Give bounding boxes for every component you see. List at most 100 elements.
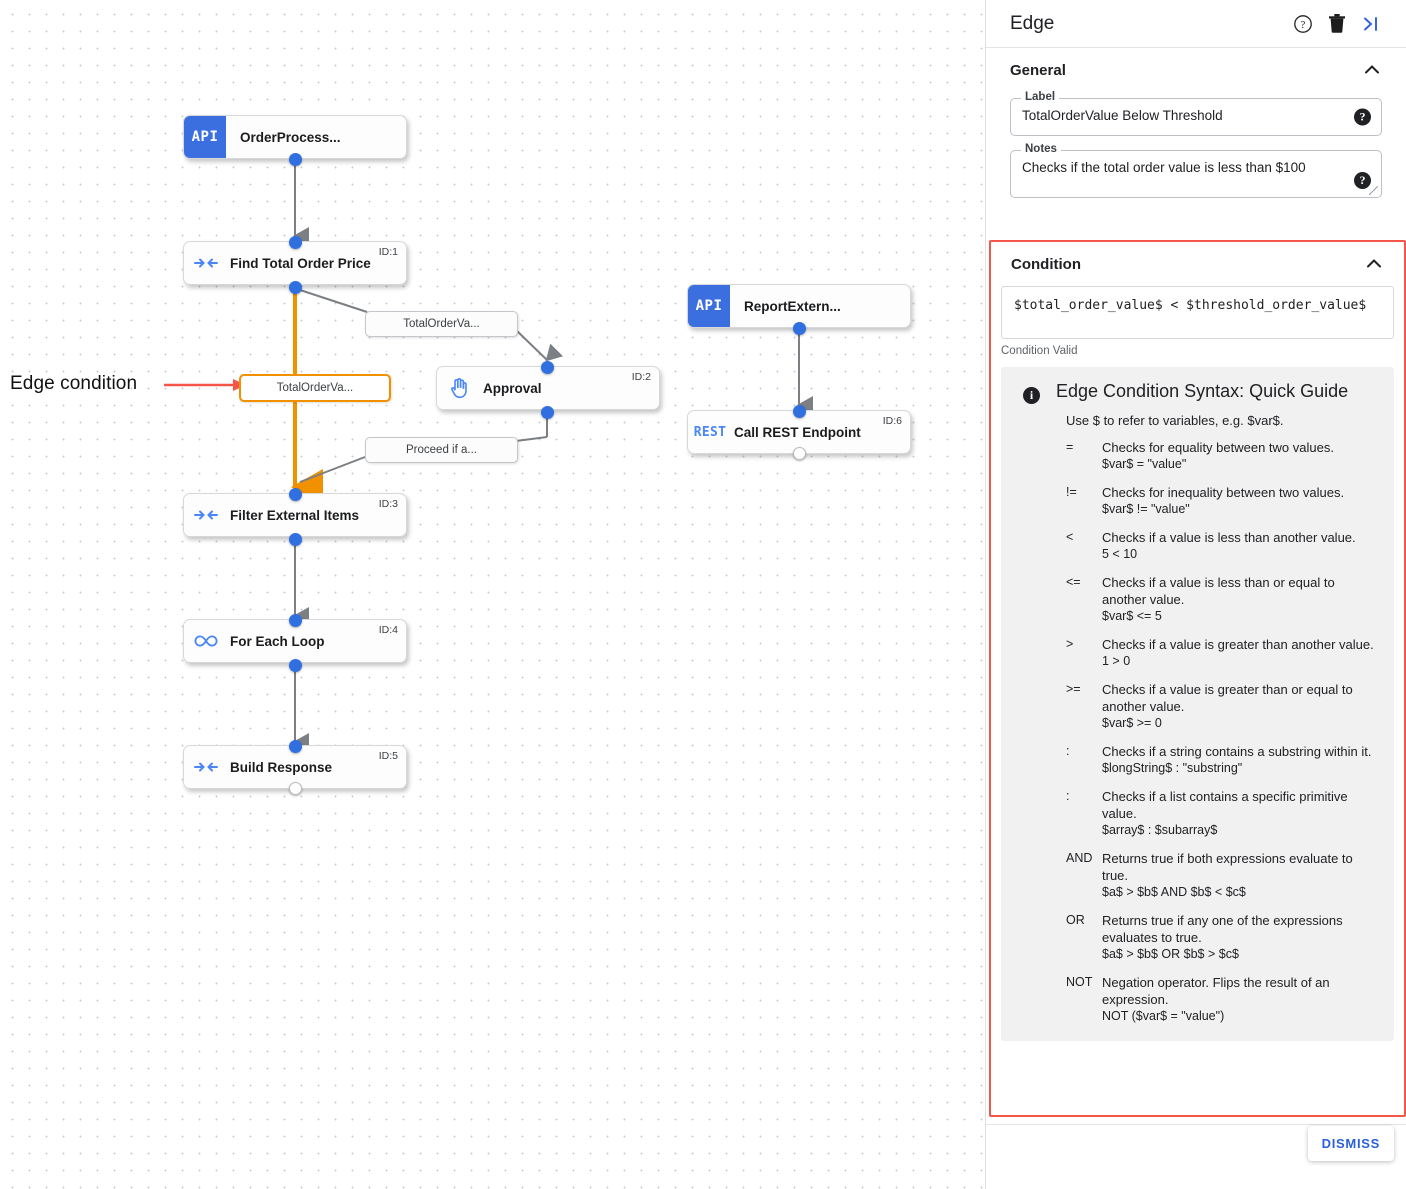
syntax-row: : Checks if a string contains a substrin… <box>1066 743 1380 777</box>
node-order-process[interactable]: API OrderProcess... <box>183 115 407 159</box>
syntax-example: $var$ != "value" <box>1102 502 1190 516</box>
node-id: ID:2 <box>631 371 651 383</box>
syntax-example: $a$ > $b$ AND $b$ < $c$ <box>1102 885 1246 899</box>
node-port-out[interactable] <box>289 281 302 294</box>
flow-canvas[interactable]: Edge condition API OrderProcess... Find … <box>0 0 985 1189</box>
edge-label-text: Proceed if a... <box>406 444 477 456</box>
syntax-desc: Checks if a list contains a specific pri… <box>1102 789 1348 821</box>
syntax-operator: > <box>1066 637 1074 651</box>
node-title: ReportExtern... <box>744 298 841 314</box>
syntax-row: AND Returns true if both expressions eva… <box>1066 850 1380 901</box>
syntax-desc: Checks if a value is less than another v… <box>1102 530 1356 545</box>
label-field[interactable]: Label TotalOrderValue Below Threshold ? <box>1010 91 1382 136</box>
node-port-in[interactable] <box>289 740 302 753</box>
syntax-row: : Checks if a list contains a specific p… <box>1066 788 1380 839</box>
merge-arrows-icon <box>184 494 228 536</box>
syntax-example: $var$ <= 5 <box>1102 609 1162 623</box>
node-port-out[interactable] <box>289 659 302 672</box>
syntax-row: > Checks if a value is greater than anot… <box>1066 636 1380 670</box>
syntax-operator: AND <box>1066 851 1093 865</box>
label-field-value[interactable]: TotalOrderValue Below Threshold <box>1022 108 1223 123</box>
syntax-example: $var$ = "value" <box>1102 457 1187 471</box>
node-title: Find Total Order Price <box>230 255 371 271</box>
node-title: Build Response <box>230 759 333 775</box>
node-port-in[interactable] <box>289 488 302 501</box>
syntax-desc: Checks if a value is greater than or equ… <box>1102 682 1353 714</box>
hand-icon <box>437 367 481 409</box>
syntax-example: $array$ : $subarray$ <box>1102 823 1218 837</box>
panel-header: Edge ? <box>986 0 1406 48</box>
node-port-out[interactable] <box>793 322 806 335</box>
node-port-in[interactable] <box>289 614 302 627</box>
infinity-icon <box>184 620 228 662</box>
info-icon: i <box>1023 387 1040 404</box>
chevron-up-icon[interactable] <box>1364 254 1384 274</box>
edge-label-text: TotalOrderVa... <box>276 382 354 394</box>
dismiss-button[interactable]: DISMISS <box>1307 1126 1394 1161</box>
api-badge: API <box>688 285 730 327</box>
syntax-row: >= Checks if a value is greater than or … <box>1066 681 1380 732</box>
node-port-out[interactable] <box>793 447 806 460</box>
node-port-out[interactable] <box>289 533 302 546</box>
node-port-in[interactable] <box>793 405 806 418</box>
node-port-in[interactable] <box>541 361 554 374</box>
syntax-desc: Checks for inequality between two values… <box>1102 485 1345 500</box>
general-section-title: General <box>1010 61 1066 79</box>
node-id: ID:3 <box>378 498 398 510</box>
node-title: Call REST Endpoint <box>734 424 861 440</box>
panel-title: Edge <box>1010 12 1055 34</box>
general-section: General Label TotalOrderValue Below Thre… <box>986 48 1406 198</box>
syntax-guide-intro: Use $ to refer to variables, e.g. $var$. <box>1066 413 1284 428</box>
syntax-guide-header: i Edge Condition Syntax: Quick Guide <box>1015 381 1380 404</box>
rest-badge-text: REST <box>693 424 727 440</box>
syntax-desc: Returns true if any one of the expressio… <box>1102 913 1343 945</box>
node-title: Approval <box>483 380 542 396</box>
node-port-out[interactable] <box>289 153 302 166</box>
notes-field[interactable]: Notes Checks if the total order value is… <box>1010 143 1382 198</box>
syntax-example: NOT ($var$ = "value") <box>1102 1009 1225 1023</box>
syntax-operator: <= <box>1066 575 1081 589</box>
node-id: ID:1 <box>378 246 398 258</box>
syntax-desc: Negation operator. Flips the result of a… <box>1102 975 1330 1007</box>
node-title: Filter External Items <box>230 507 360 523</box>
notes-resize-handle[interactable] <box>1369 186 1378 195</box>
syntax-operator: OR <box>1066 913 1085 927</box>
node-report-external[interactable]: API ReportExtern... <box>687 284 911 328</box>
syntax-desc: Returns true if both expressions evaluat… <box>1102 851 1353 883</box>
syntax-guide: i Edge Condition Syntax: Quick Guide Use… <box>1001 367 1394 1041</box>
condition-expression-input[interactable]: $total_order_value$ < $threshold_order_v… <box>1001 286 1394 339</box>
syntax-operator: != <box>1066 485 1077 499</box>
syntax-row: NOT Negation operator. Flips the result … <box>1066 974 1380 1025</box>
edge-label[interactable]: TotalOrderVa... <box>365 311 518 337</box>
syntax-desc: Checks for equality between two values. <box>1102 440 1334 455</box>
help-circle-icon[interactable]: ? <box>1286 7 1320 41</box>
syntax-example: 5 < 10 <box>1102 547 1138 561</box>
rest-badge: REST <box>688 411 732 453</box>
trash-icon[interactable] <box>1320 7 1354 41</box>
api-badge: API <box>184 116 226 158</box>
syntax-desc: Checks if a value is less than or equal … <box>1102 575 1335 607</box>
syntax-operator: : <box>1066 744 1070 758</box>
node-id: ID:6 <box>882 415 902 427</box>
collapse-panel-icon[interactable] <box>1354 7 1388 41</box>
node-port-out[interactable] <box>289 782 302 795</box>
notes-help-icon[interactable]: ? <box>1354 172 1371 189</box>
notes-field-label: Notes <box>1021 143 1061 155</box>
notes-field-value[interactable]: Checks if the total order value is less … <box>1022 160 1306 175</box>
node-port-in[interactable] <box>289 236 302 249</box>
general-section-header[interactable]: General <box>1000 48 1392 92</box>
node-id: ID:4 <box>378 624 398 636</box>
edge-label[interactable]: Proceed if a... <box>365 437 518 463</box>
syntax-row: <= Checks if a value is less than or equ… <box>1066 574 1380 625</box>
syntax-row: OR Returns true if any one of the expres… <box>1066 912 1380 963</box>
condition-section-header[interactable]: Condition <box>991 242 1404 286</box>
syntax-example: $var$ >= 0 <box>1102 716 1162 730</box>
node-port-out[interactable] <box>541 406 554 419</box>
annotation-edge-condition: Edge condition <box>10 373 138 394</box>
condition-section: Condition $total_order_value$ < $thresho… <box>989 240 1406 1117</box>
label-help-icon[interactable]: ? <box>1354 108 1371 126</box>
node-title: For Each Loop <box>230 633 325 649</box>
chevron-up-icon[interactable] <box>1362 60 1382 80</box>
edge-label-selected[interactable]: TotalOrderVa... <box>239 374 391 402</box>
node-title: OrderProcess... <box>240 129 341 145</box>
